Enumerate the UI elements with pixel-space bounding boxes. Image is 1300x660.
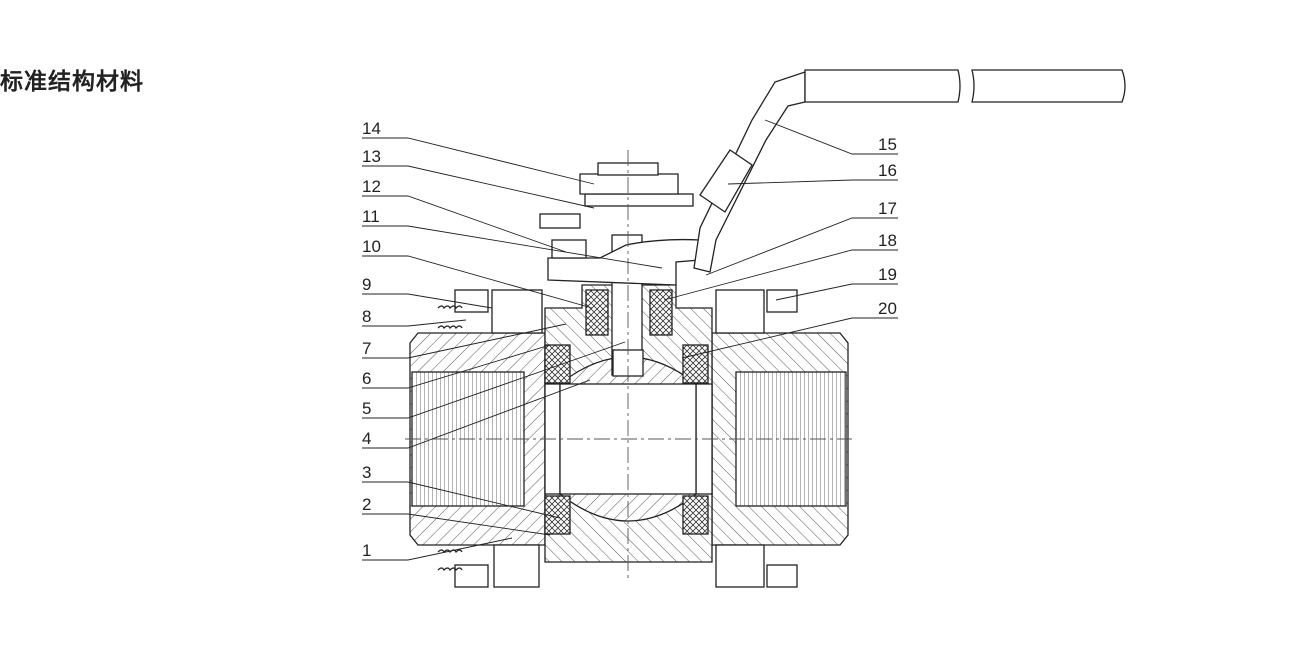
packing-left: [585, 289, 609, 336]
packing-right: [649, 289, 673, 336]
leader-5: [362, 341, 626, 419]
washer: [584, 193, 694, 207]
right-bottom-flange: [715, 544, 765, 588]
right-top-flange: [715, 289, 765, 334]
gland: [547, 238, 701, 286]
callout-number-3: 3: [362, 463, 371, 482]
callout-number-10: 10: [362, 237, 381, 256]
callout-number-20: 20: [878, 299, 897, 318]
handle-grip: [804, 69, 961, 103]
callout-number-2: 2: [362, 495, 371, 514]
leader-20: [681, 317, 898, 359]
right-seat-bottom: [682, 495, 709, 535]
leader-6: [362, 344, 551, 389]
callout-number-13: 13: [362, 147, 381, 166]
leader-12: [362, 195, 567, 253]
leader-19: [775, 283, 898, 301]
leader-16: [727, 179, 898, 185]
callout-number-15: 15: [878, 135, 897, 154]
left-spring-top: [437, 305, 463, 330]
leader-3: [362, 481, 561, 519]
callout-number-18: 18: [878, 231, 897, 250]
callout-number-19: 19: [878, 265, 897, 284]
stem-nut: [579, 173, 679, 195]
leader-18: [663, 249, 898, 301]
handle-grip-end: [971, 69, 1126, 103]
center-lines: [405, 150, 852, 580]
lock-nut-small: [551, 239, 587, 259]
left-top-flange: [491, 289, 543, 334]
callout-numbers-right: 15 16 17 18 19 20: [878, 135, 897, 318]
callout-number-9: 9: [362, 275, 371, 294]
bolt-head-right-top: [766, 289, 798, 313]
page-title: 标准结构材料: [0, 69, 144, 95]
callout-number-8: 8: [362, 307, 371, 326]
leader-2: [362, 513, 551, 536]
right-seat-top: [682, 344, 709, 384]
handle-arm: [693, 71, 806, 273]
leader-4: [362, 379, 591, 449]
callout-number-12: 12: [362, 177, 381, 196]
leader-13: [362, 165, 595, 209]
callout-numbers-left: 14 13 12 11 10 9 8 7 6 5 4 3 2 1: [362, 119, 381, 560]
leader-11: [362, 225, 663, 269]
leader-14: [362, 137, 595, 185]
valve-body-group: [409, 69, 1126, 588]
left-bottom-flange: [493, 544, 540, 588]
leader-7: [362, 323, 567, 359]
leader-17: [705, 217, 898, 276]
callout-number-11: 11: [362, 207, 380, 226]
callout-number-16: 16: [878, 161, 897, 180]
leader-8: [362, 319, 467, 327]
left-seat-top: [544, 344, 571, 384]
leader-15: [764, 119, 898, 155]
callout-number-1: 1: [362, 541, 371, 560]
callout-number-17: 17: [878, 199, 897, 218]
callout-number-5: 5: [362, 399, 371, 418]
leader-10: [362, 255, 593, 309]
bolt-head-left-top: [454, 289, 489, 313]
callout-number-4: 4: [362, 429, 371, 448]
bolt-head-right-bottom: [766, 564, 798, 588]
stop-pin: [539, 213, 581, 229]
leader-9: [362, 293, 493, 309]
handle-sleeve: [699, 149, 753, 213]
callout-number-14: 14: [362, 119, 381, 138]
leader-lines: [362, 119, 898, 561]
bolt-head-left-bottom: [454, 564, 489, 588]
leader-1: [362, 537, 513, 561]
left-spring-bottom: [437, 549, 463, 572]
callout-number-6: 6: [362, 369, 371, 388]
callout-number-7: 7: [362, 339, 371, 358]
